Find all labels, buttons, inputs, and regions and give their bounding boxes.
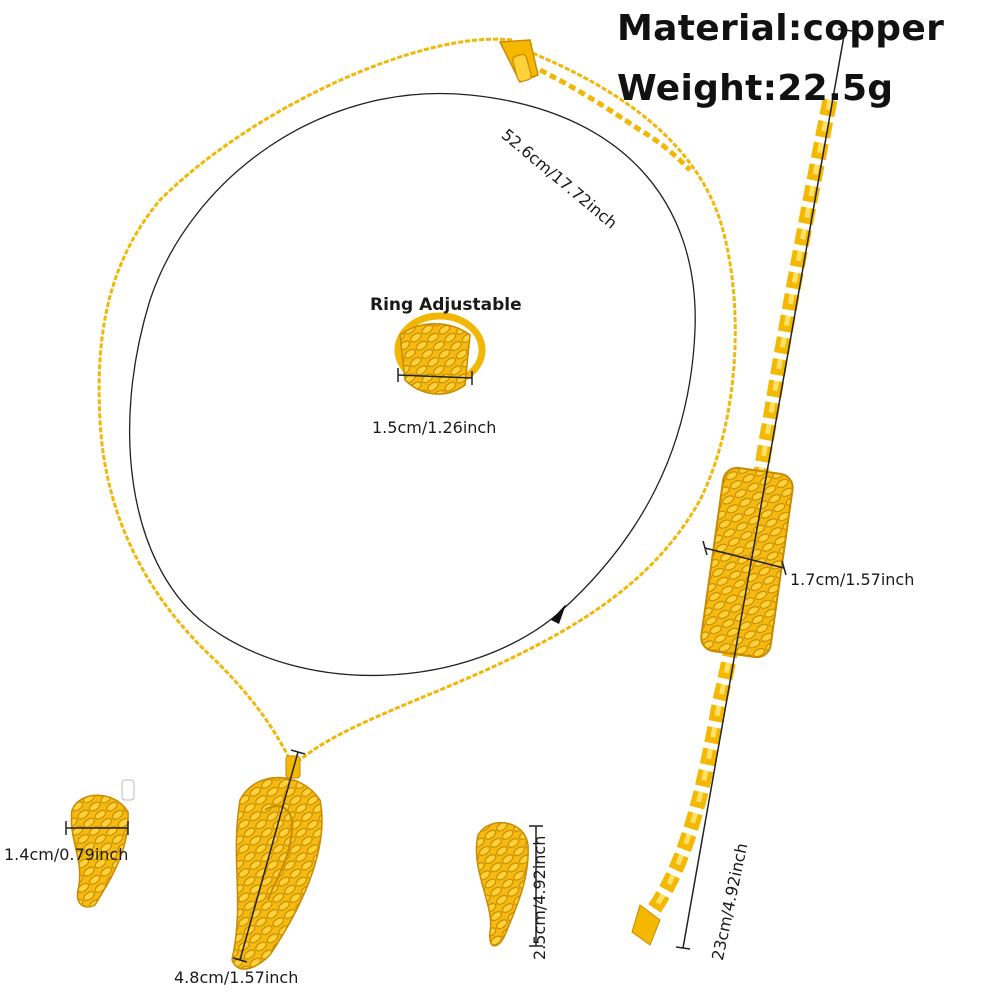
- bracelet-width-guide: [704, 547, 785, 569]
- material-label: Material:copper: [617, 8, 945, 49]
- ring: [394, 312, 486, 395]
- ring-title: Ring Adjustable: [370, 295, 522, 315]
- necklace-length-guide: [129, 93, 696, 677]
- earring-height-label: 2.5cm/4.92inch: [530, 835, 549, 960]
- guide-arrow: [551, 604, 566, 624]
- weight-label: Weight:22.5g: [617, 68, 894, 109]
- ring-size-label: 1.5cm/1.26inch: [372, 418, 497, 437]
- necklace-chain: [97, 37, 513, 761]
- bracelet-width-label: 1.7cm/1.57inch: [790, 570, 915, 589]
- earring-right: [475, 821, 529, 947]
- earring-left: [70, 779, 135, 908]
- pendant-size-label: 4.8cm/1.57inch: [174, 968, 299, 987]
- necklace-chain-right: [299, 46, 737, 762]
- necklace-clasp: [498, 39, 539, 83]
- pendant: [231, 755, 323, 970]
- bracelet: [631, 98, 838, 946]
- pendant-size-guide: [239, 751, 299, 961]
- bracelet-length-guide: [682, 29, 846, 949]
- earring-width-label: 1.4cm/0.79inch: [4, 845, 129, 864]
- ring-size-guide: [397, 374, 473, 379]
- extension-chain: [538, 67, 692, 172]
